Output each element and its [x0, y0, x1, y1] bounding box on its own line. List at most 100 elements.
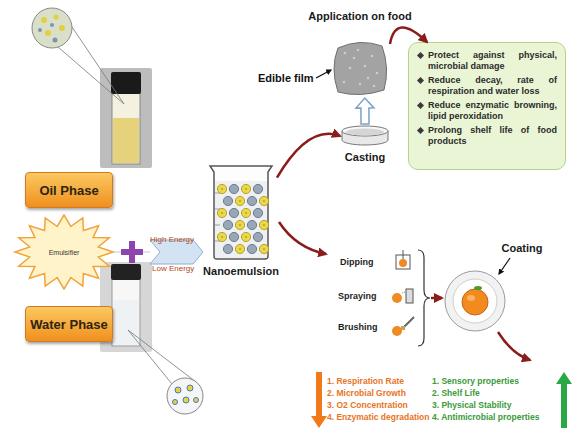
oil-droplet [45, 30, 51, 36]
plate-inner [453, 279, 497, 323]
water-droplet [229, 232, 238, 241]
water-droplet [223, 220, 232, 229]
effect-item: 4. Enzymatic degradation [327, 412, 430, 422]
oil-droplet [235, 220, 244, 229]
annotation-label: High Energy [150, 235, 194, 244]
bullet-text: Reduce enzymatic browning, lipid peroxid… [417, 100, 557, 122]
oil-droplet [241, 232, 250, 241]
droplet-core [221, 236, 223, 238]
droplet-core [263, 248, 265, 250]
droplet-core [263, 200, 265, 202]
fruit-highlight [467, 295, 475, 301]
method-label: Dipping [340, 257, 374, 267]
zoom-circle [167, 378, 203, 414]
water-droplet [223, 244, 232, 253]
zoom-line [58, 47, 124, 104]
film-texture [359, 83, 362, 86]
brush-bristle [401, 326, 405, 330]
oil-droplet [217, 184, 226, 193]
leader-arrow [499, 258, 510, 274]
oil-droplet [235, 244, 244, 253]
droplet [183, 397, 189, 403]
water-droplet [253, 208, 262, 217]
oil-droplet [41, 17, 47, 23]
coated-fruit: Coating [444, 270, 506, 332]
cast-solution [346, 129, 384, 136]
node-label: Application on food [285, 10, 435, 22]
edible-film-shape [330, 38, 390, 98]
film-texture [353, 57, 356, 60]
film-sheet [334, 42, 387, 94]
beaker-vessel-shape [205, 163, 277, 261]
film-texture [371, 55, 374, 58]
bullet-text: Reduce decay, rate of respiration and wa… [417, 75, 557, 97]
node-label: Coating [494, 242, 550, 254]
fruit-leaf [474, 286, 482, 290]
effect-item: 1. Sensory properties [432, 376, 519, 386]
flow-arrow [498, 332, 530, 360]
increase-arrow [556, 372, 572, 428]
annotation-label: Edible film [258, 72, 314, 84]
oil-droplet [241, 208, 250, 217]
beaker-vessel: Nanoemulsion [205, 163, 277, 261]
film-texture [349, 67, 352, 70]
droplet [175, 387, 181, 393]
droplet-core [239, 200, 241, 202]
effect-item: 3. O2 Concentration [327, 400, 408, 410]
water-droplet [38, 28, 42, 32]
oil-liquid [113, 118, 139, 163]
vial-body [112, 92, 140, 164]
graduation-mark [214, 209, 220, 210]
beaker-outline [210, 166, 272, 259]
flow-connector [356, 98, 374, 124]
photo-background [100, 68, 152, 168]
oil-droplet [217, 232, 226, 241]
film-texture [364, 65, 367, 68]
droplet-core [221, 212, 223, 214]
bullet-text: Protect against physical, microbial dama… [417, 50, 557, 72]
annotation-label: Low Energy [152, 264, 194, 273]
effect-item: 1. Respiration Rate [327, 376, 404, 386]
graduation-mark [214, 193, 220, 194]
hollow-arrow [356, 98, 374, 124]
graduation-mark [214, 241, 220, 242]
droplet-core [245, 236, 247, 238]
zoom-circle [32, 8, 72, 48]
curved-arrow [277, 134, 340, 178]
film-texture [367, 77, 370, 80]
effect-item: 2. Microbial Growth [327, 388, 406, 398]
water-droplet [53, 38, 58, 43]
film-texture [376, 72, 379, 75]
bullet-text: Prolong shelf life of food products [417, 125, 557, 147]
decrease-arrow [311, 372, 327, 428]
method-label: Spraying [338, 291, 377, 301]
dish-rim [342, 126, 388, 136]
droplet [194, 398, 199, 403]
film-texture [344, 52, 347, 55]
oil-droplet [54, 15, 59, 20]
fruit-icon [392, 293, 402, 303]
nanoemulsion-liquid [215, 181, 267, 258]
plus-sign [121, 241, 143, 263]
water-droplet [247, 244, 256, 253]
spray-mist [402, 292, 405, 293]
film-texture [357, 49, 360, 52]
fruit-icon [392, 326, 402, 336]
vial-cap [111, 264, 141, 280]
petri-dish: Casting [340, 124, 390, 148]
plus-bar [121, 249, 143, 255]
effect-item: 2. Shelf Life [432, 388, 480, 398]
water-droplet [229, 184, 238, 193]
node-label: Oil Phase [39, 183, 98, 198]
water-droplet [247, 196, 256, 205]
starburst-outline [15, 215, 113, 289]
water-droplet [247, 220, 256, 229]
droplet-core [239, 248, 241, 250]
droplet-core [221, 188, 223, 190]
plate [445, 271, 505, 331]
emulsifier-starburst: Emulsifier [14, 214, 114, 290]
graduation-mark [214, 225, 220, 226]
water-droplet [229, 208, 238, 217]
oil-droplet [235, 196, 244, 205]
